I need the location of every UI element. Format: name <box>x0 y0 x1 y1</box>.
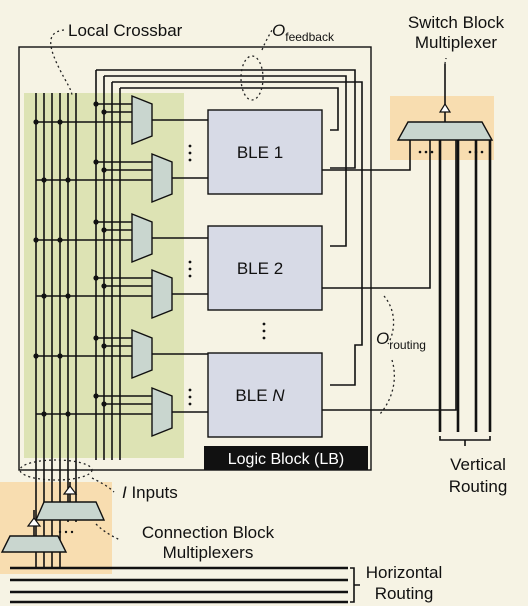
connection-block-muxes <box>0 482 106 553</box>
crossbar-mux <box>151 268 173 320</box>
logic-block-label-bg <box>204 446 368 470</box>
o-feedback-label: Ofeedback <box>272 21 335 44</box>
horizontal-routing-label-line2: Routing <box>375 584 434 603</box>
mux-output-wires <box>152 119 208 413</box>
ble-1-box <box>207 109 323 195</box>
connection-block-label-line1: Connection Block <box>142 523 275 542</box>
switch-block-label-line2: Multiplexer <box>415 33 498 52</box>
vertical-routing-brace <box>439 436 491 446</box>
i-inputs-leader <box>91 477 115 493</box>
switch-block-leader <box>444 57 447 65</box>
routing-leader <box>383 295 395 345</box>
crossbar-mux <box>131 212 153 264</box>
switch-block-ellipsis <box>418 150 484 154</box>
feedback-ellipse <box>240 55 264 101</box>
local-crossbar-label: Local Crossbar <box>68 21 183 40</box>
horizontal-routing-brace <box>350 567 360 603</box>
crossbar-mux <box>151 386 173 438</box>
switch-block-label-line1: Switch Block <box>408 13 505 32</box>
switch-block-buffer <box>438 102 452 113</box>
ble-1-label: BLE 1 <box>237 143 283 162</box>
feedback-leader <box>261 29 273 51</box>
crossbar-muxes <box>131 94 173 438</box>
connection-dots <box>33 101 107 417</box>
i-inputs-ellipse <box>19 459 93 481</box>
vertical-routing-label-line1: Vertical <box>450 455 506 474</box>
ble-n-label: BLE N <box>235 386 285 405</box>
crossbar-vertical-lines <box>35 93 77 568</box>
mux-input-wires <box>36 103 152 415</box>
connection-block-highlight <box>0 482 112 574</box>
routing-leader-2 <box>379 359 395 415</box>
vertical-routing-tracks <box>438 140 492 432</box>
ble-2-box <box>207 225 323 311</box>
ble-n-box <box>207 352 323 438</box>
logic-block-outline <box>18 46 372 471</box>
horizontal-routing-label-line1: Horizontal <box>366 563 443 582</box>
horizontal-routing-tracks <box>10 566 348 604</box>
connection-block-leader <box>95 523 121 541</box>
ble-output-routing <box>322 140 457 411</box>
o-routing-label: Orouting <box>376 329 426 352</box>
feedback-vertical-lines <box>95 70 121 460</box>
logic-block-label: Logic Block (LB) <box>228 451 345 468</box>
mux-ellipsis-dots <box>188 144 266 406</box>
connection-block-label-line2: Multiplexers <box>163 543 254 562</box>
crossbar-mux <box>131 94 153 146</box>
feedback-routes <box>96 69 363 386</box>
i-inputs-label: I Inputs <box>122 483 178 502</box>
switch-block-mux <box>396 121 494 141</box>
crossbar-mux <box>131 328 153 380</box>
ble-2-label: BLE 2 <box>237 259 283 278</box>
vertical-routing-label-line2: Routing <box>449 477 508 496</box>
crossbar-mux <box>151 152 173 204</box>
